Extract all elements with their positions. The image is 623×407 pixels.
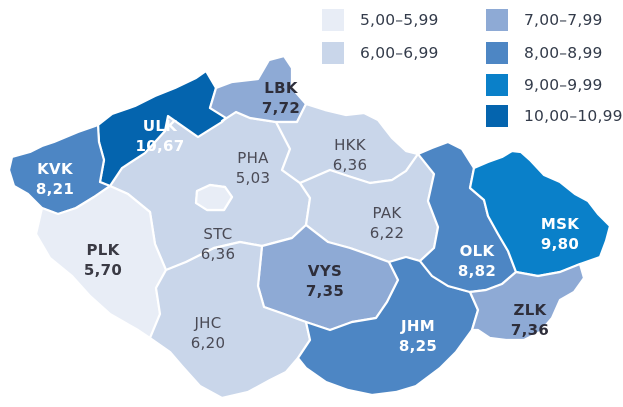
region-zlk[interactable] [468,262,586,342]
region-value: 5,03 [236,169,271,187]
label-zlk: ZLK 7,36 [511,301,549,339]
region-code: ZLK [514,301,548,319]
legend-label: 8,00–8,99 [524,44,603,62]
region-value: 7,35 [306,282,344,300]
legend-item: 9,00–9,99 [486,74,603,96]
legend-label: 9,00–9,99 [524,76,603,94]
region-code: HKK [334,136,367,154]
legend-swatch [486,42,508,64]
region-code: OLK [460,242,496,260]
region-value: 9,80 [541,235,579,253]
region-code: ULK [143,117,178,135]
region-value: 8,25 [399,337,437,355]
map-legend: 5,00–5,99 6,00–6,99 7,00–7,99 8,00–8,99 … [0,0,623,127]
label-plk: PLK 5,70 [84,241,122,279]
legend-item: 6,00–6,99 [322,42,439,64]
legend-label: 10,00–10,99 [524,107,623,125]
region-value: 5,70 [84,261,122,279]
region-code: PAK [372,204,402,222]
region-value: 6,22 [370,224,405,242]
region-pha[interactable] [194,183,234,212]
legend-label: 7,00–7,99 [524,11,603,29]
legend-item: 5,00–5,99 [322,9,439,31]
label-stc: STC 6,36 [201,225,236,263]
region-value: 10,67 [136,137,185,155]
region-value: 7,36 [511,321,549,339]
region-value: 7,72 [262,99,300,117]
legend-swatch [486,74,508,96]
region-code: JHC [193,314,221,332]
region-code: PHA [237,149,269,167]
legend-item: 10,00–10,99 [486,105,623,127]
label-lbk: LBK 7,72 [262,79,300,117]
region-kvk[interactable] [7,123,112,216]
region-jhc[interactable] [148,240,312,400]
legend-label: 5,00–5,99 [360,11,439,29]
region-value: 8,82 [458,262,496,280]
region-code: KVK [37,160,74,178]
legend-swatch [486,105,508,127]
region-code: LBK [264,79,299,97]
label-jhm: JHM 8,25 [399,317,437,355]
label-jhc: JHC 6,20 [191,314,226,352]
label-msk: MSK 9,80 [541,215,580,253]
region-code: JHM [400,317,435,335]
region-value: 6,36 [201,245,236,263]
legend-label: 6,00–6,99 [360,44,439,62]
region-value: 6,20 [191,334,226,352]
region-plk[interactable] [34,184,168,340]
label-hkk: HKK 6,36 [333,136,368,174]
label-kvk: KVK 8,21 [36,160,74,198]
legend-swatch [486,9,508,31]
region-code: STC [203,225,232,243]
legend-swatch [322,9,344,31]
label-ulk: ULK 10,67 [136,117,185,155]
region-msk[interactable] [468,149,612,278]
region-value: 8,21 [36,180,74,198]
region-code: MSK [541,215,580,233]
region-code: VYS [308,262,342,280]
legend-item: 7,00–7,99 [486,9,603,31]
label-olk: OLK 8,82 [458,242,496,280]
region-value: 6,36 [333,156,368,174]
legend-item: 8,00–8,99 [486,42,603,64]
region-code: PLK [86,241,120,259]
legend-swatch [322,42,344,64]
label-pak: PAK 6,22 [370,204,405,242]
label-pha: PHA 5,03 [236,149,271,187]
label-vys: VYS 7,35 [306,262,344,300]
